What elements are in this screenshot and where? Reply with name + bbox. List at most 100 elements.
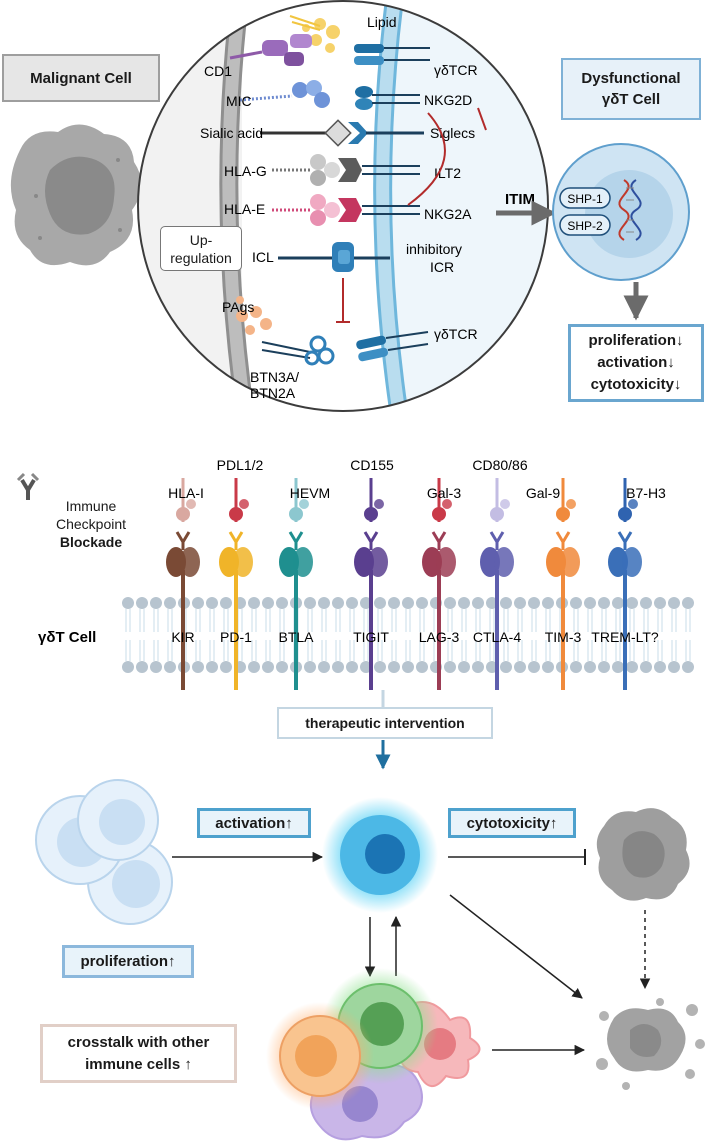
crosstalk-line1: crosstalk with other	[67, 1033, 210, 1051]
synapse-zoom-circle	[137, 0, 549, 412]
antibody-icon	[16, 472, 40, 500]
itim-label: ITIM	[505, 191, 535, 208]
ligand-label: CD80/86	[472, 457, 527, 473]
ligand-label: Gal-3	[427, 485, 461, 501]
pags-icon	[236, 296, 272, 335]
receptor-kir: KIR HLA-I	[166, 478, 204, 690]
direct-killing-arrow	[449, 894, 583, 999]
siglecs-label: Siglecs	[430, 125, 475, 141]
btn-icon	[261, 335, 335, 366]
mic-label: MIC	[226, 93, 252, 109]
ligand-label: HEVM	[290, 485, 330, 501]
receptor-tigit: TIGIT CD155	[350, 457, 394, 690]
lipid-icon	[289, 15, 340, 53]
receptor-label: BTLA	[278, 629, 314, 645]
blockade-line2: Checkpoint	[55, 516, 127, 532]
proliferating-cells-icon	[35, 779, 173, 925]
sialic-siglec-icon	[260, 119, 424, 147]
receptor-label: TIGIT	[353, 629, 389, 645]
receptor-ctla-4: CTLA-4 CD80/86	[472, 457, 528, 690]
tumor-cell-icon	[596, 808, 690, 901]
nkg2a-label: NKG2A	[424, 206, 472, 222]
dysfunctional-label-line1: Dysfunctional	[581, 70, 681, 87]
ligand-b7-h3-icon	[618, 478, 638, 522]
btn-label-2: BTN2A	[250, 385, 296, 401]
blocking-antibody-icon	[617, 531, 633, 550]
effect-proliferation: proliferation↓	[588, 332, 684, 349]
upregulation-line2: regulation	[170, 249, 232, 266]
blocking-antibody-icon	[363, 531, 379, 550]
blocking-antibody-icon	[489, 531, 505, 550]
dysfunction-effects-box: proliferation↓ activation↓ cytotoxicity↓	[568, 324, 704, 402]
hlag-ilt2-icon	[272, 154, 420, 186]
immune-cells-icon	[266, 968, 481, 1141]
receptor-label: PD-1	[220, 629, 252, 645]
gdtcr-bottom-label: γδTCR	[434, 326, 478, 342]
gdt-cell-label: γδT Cell	[38, 629, 96, 646]
crosstalk-line2: immune cells ↑	[85, 1055, 192, 1073]
blocking-antibody-icon	[431, 531, 447, 550]
lipid-label: Lipid	[367, 14, 397, 30]
inhibitory-icr-label-1: inhibitory	[406, 241, 462, 257]
cd1-icon	[229, 34, 312, 66]
ligand-gal-9-icon	[556, 478, 576, 522]
receptor-label: CTLA-4	[473, 629, 521, 645]
therapeutic-intervention-box: therapeutic intervention	[277, 707, 493, 739]
gdtcr-top-icon	[354, 44, 430, 65]
upregulation-box: Up- regulation	[160, 226, 242, 271]
receptor-label: KIR	[171, 629, 194, 645]
gdtcr-bottom-icon	[356, 331, 429, 362]
apoptotic-cell-icon	[596, 998, 705, 1090]
cytotoxicity-box: cytotoxicity↑	[448, 808, 576, 838]
dysfunctional-cell-label: Dysfunctional γδT Cell	[561, 58, 701, 120]
blocking-antibody-icon	[288, 531, 304, 550]
blockade-line1: Immune	[65, 498, 117, 514]
checkpoint-blockade-label: Immune Checkpoint Blockade	[32, 497, 150, 551]
dysfunctional-cell-icon	[552, 143, 690, 281]
icl-icr-icon	[278, 242, 390, 272]
inhibitory-icr-label-2: ICR	[430, 259, 454, 275]
inhibition-arc-bar	[477, 107, 487, 131]
upregulation-line1: Up-	[189, 231, 213, 248]
malignant-cell-icon	[10, 124, 142, 266]
ligand-label: HLA-I	[168, 485, 204, 501]
shp2-label: SHP-2	[567, 219, 603, 233]
ligand-label: Gal-9	[526, 485, 560, 501]
receptor-btla: BTLA HEVM	[278, 478, 330, 690]
hlae-nkg2a-icon	[272, 194, 420, 226]
ligand-pdl1-2-icon	[229, 478, 249, 522]
shp1-label: SHP-1	[567, 192, 603, 206]
pags-label: PAgs	[222, 299, 254, 315]
nkg2d-icon	[355, 86, 420, 110]
inhibition-arc	[407, 112, 446, 206]
receptor-label: TREM-LT?	[591, 629, 659, 645]
ligand-hevm-icon	[289, 478, 309, 522]
mic-icon	[239, 80, 330, 108]
receptor-lag-3: LAG-3 Gal-3	[419, 478, 461, 690]
hlae-label: HLA-E	[224, 201, 265, 217]
ligand-cd155-icon	[364, 478, 384, 522]
shp1-badge: SHP-1	[559, 187, 611, 209]
activation-box: activation↑	[197, 808, 311, 838]
btn-label-1: BTN3A/	[250, 369, 299, 385]
ligand-label: B7-H3	[626, 485, 666, 501]
shp2-badge: SHP-2	[559, 214, 611, 236]
blockade-line3: Blockade	[59, 534, 123, 550]
blocking-antibody-icon	[555, 531, 571, 550]
hlag-label: HLA-G	[224, 163, 267, 179]
receptor-label: LAG-3	[419, 629, 460, 645]
nkg2d-label: NKG2D	[424, 92, 472, 108]
effect-cytotoxicity: cytotoxicity↓	[590, 376, 682, 393]
sialic-acid-label: Sialic acid	[200, 125, 263, 141]
blocking-antibody-icon	[228, 531, 244, 550]
dysfunctional-label-line2: γδT Cell	[601, 91, 661, 108]
ligand-cd80-86-icon	[490, 478, 510, 522]
ligand-label: CD155	[350, 457, 394, 473]
gdtcr-top-label: γδTCR	[434, 62, 478, 78]
cd1-label: CD1	[204, 63, 232, 79]
activated-gdt-cell-icon	[322, 797, 438, 913]
